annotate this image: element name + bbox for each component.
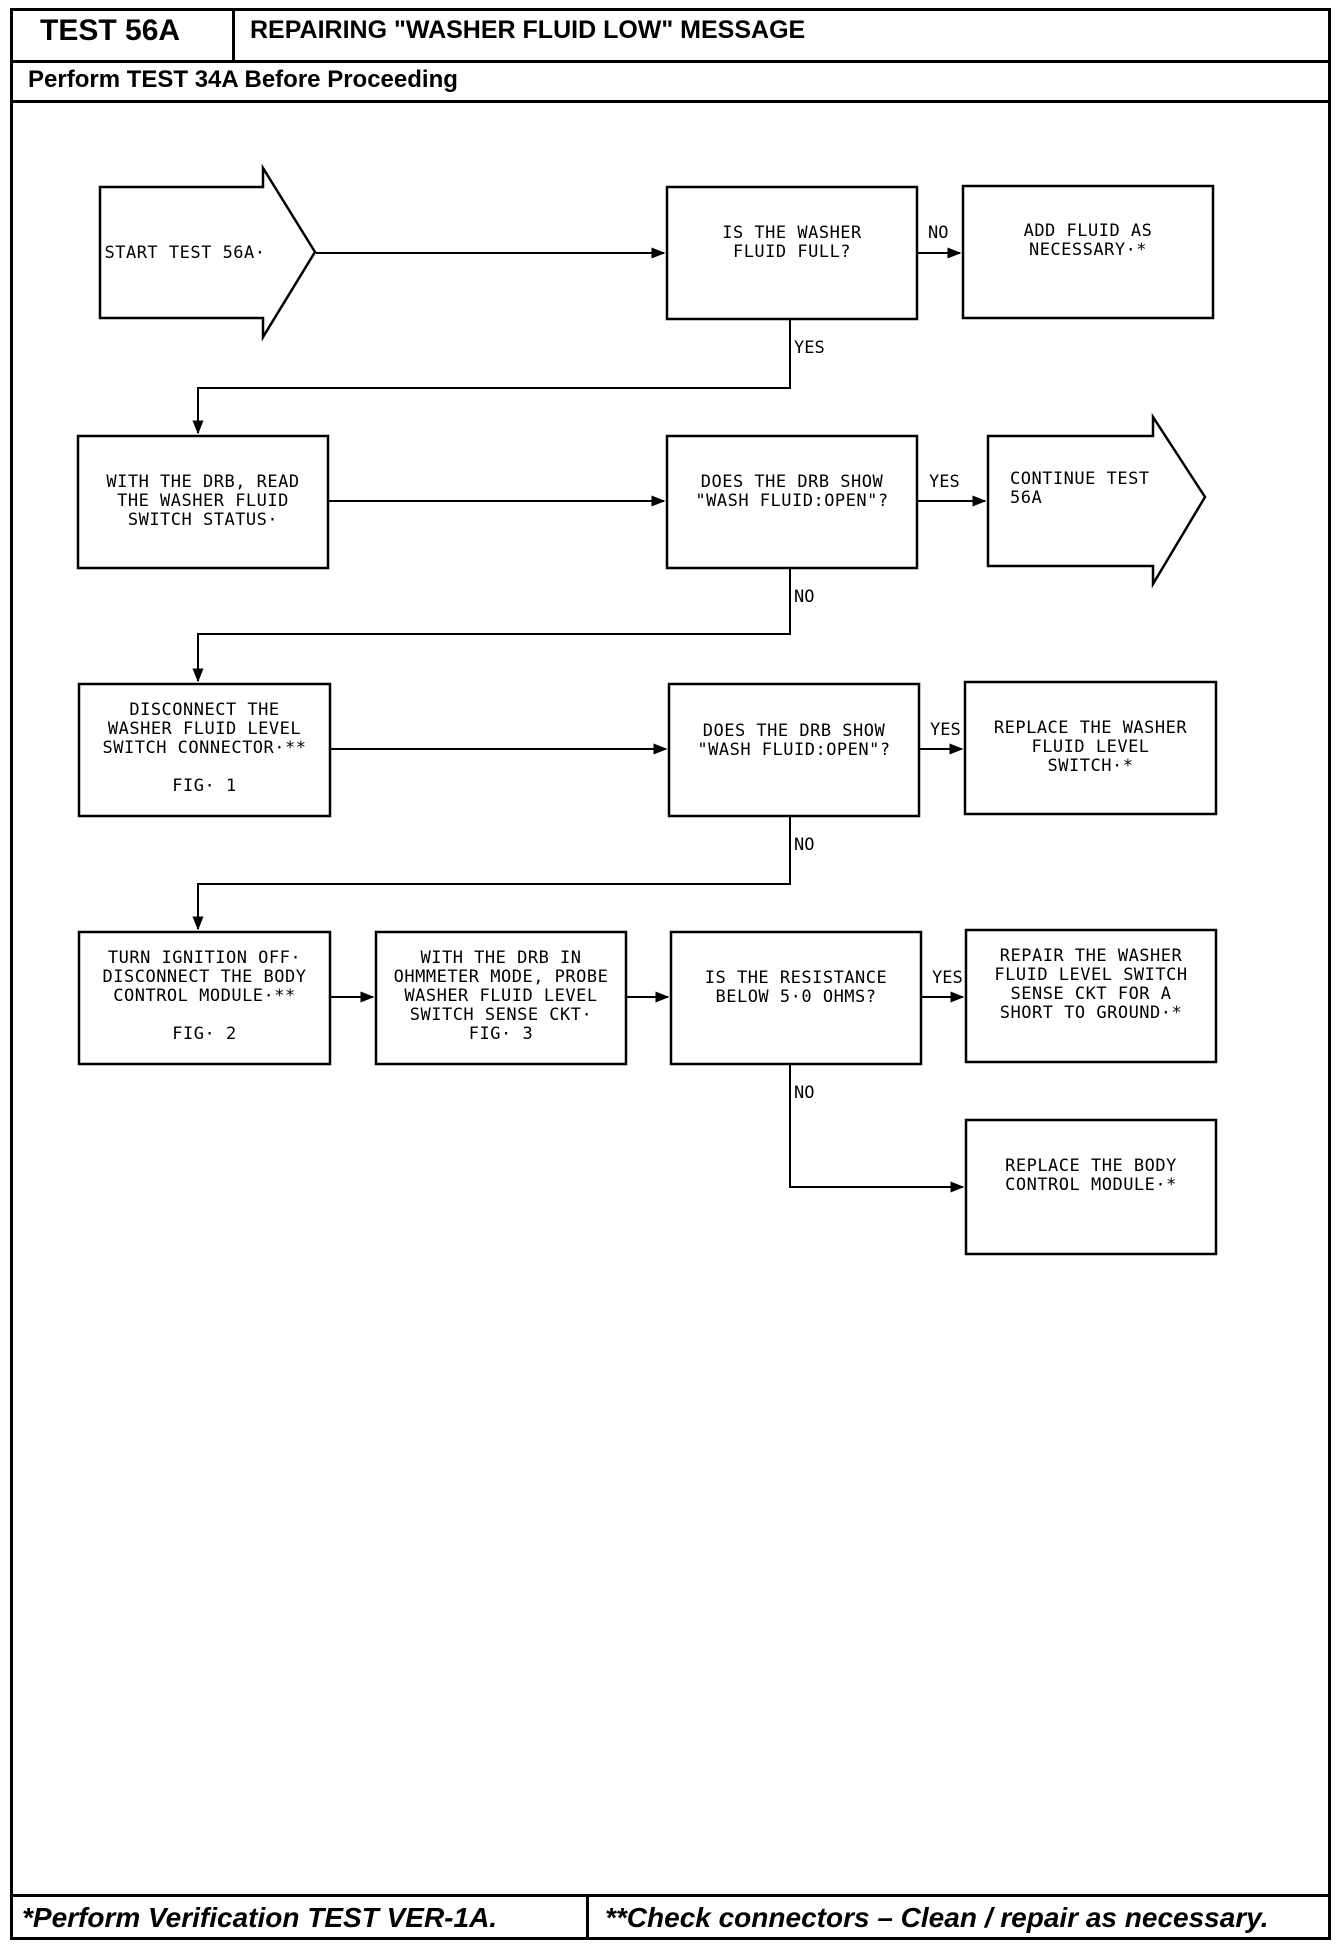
conn-q4-bcm xyxy=(789,1064,965,1193)
footer-divider xyxy=(10,1894,1331,1897)
label-no-q3: NO xyxy=(794,835,814,855)
label-yes-q1: YES xyxy=(794,338,825,358)
conn-q1-read xyxy=(192,319,791,435)
replace-switch-box xyxy=(963,680,1218,816)
replace-bcm-box xyxy=(964,1118,1218,1256)
q2-text: DOES THE DRB SHOW"WASH FLUID:OPEN"? xyxy=(695,472,888,511)
add-fluid-box xyxy=(961,184,1215,320)
label-no-q1: NO xyxy=(928,223,948,243)
page-title: REPAIRING "WASHER FLUID LOW" MESSAGE xyxy=(250,16,806,44)
footer-note-connectors: **Check connectors – Clean / repair as n… xyxy=(605,1902,1269,1933)
footer-note-verification: *Perform Verification TEST VER-1A. xyxy=(22,1902,498,1933)
label-yes-q4: YES xyxy=(932,968,963,988)
label-no-q2: NO xyxy=(794,587,814,607)
subheader-divider xyxy=(10,100,1331,103)
header-divider xyxy=(10,60,1331,63)
start-arrow-shape xyxy=(98,163,317,342)
q3-text: DOES THE DRB SHOW"WASH FLUID:OPEN"? xyxy=(697,721,890,760)
header-cell-divider xyxy=(232,8,235,62)
conn-q2-disconnect xyxy=(192,568,791,683)
page-frame xyxy=(10,8,1331,1940)
label-yes-q2: YES xyxy=(929,472,960,492)
page-subtitle: Perform TEST 34A Before Proceeding xyxy=(28,66,458,93)
conn-q3-ignition xyxy=(192,816,791,931)
continue-arrow-shape xyxy=(986,412,1207,589)
test-label: TEST 56A xyxy=(40,14,181,47)
label-yes-q3: YES xyxy=(930,720,961,740)
footer-cell-divider xyxy=(586,1894,589,1940)
start-text: START TEST 56A· xyxy=(104,243,265,263)
label-no-q4: NO xyxy=(794,1083,814,1103)
repair-ckt-box xyxy=(964,928,1218,1064)
